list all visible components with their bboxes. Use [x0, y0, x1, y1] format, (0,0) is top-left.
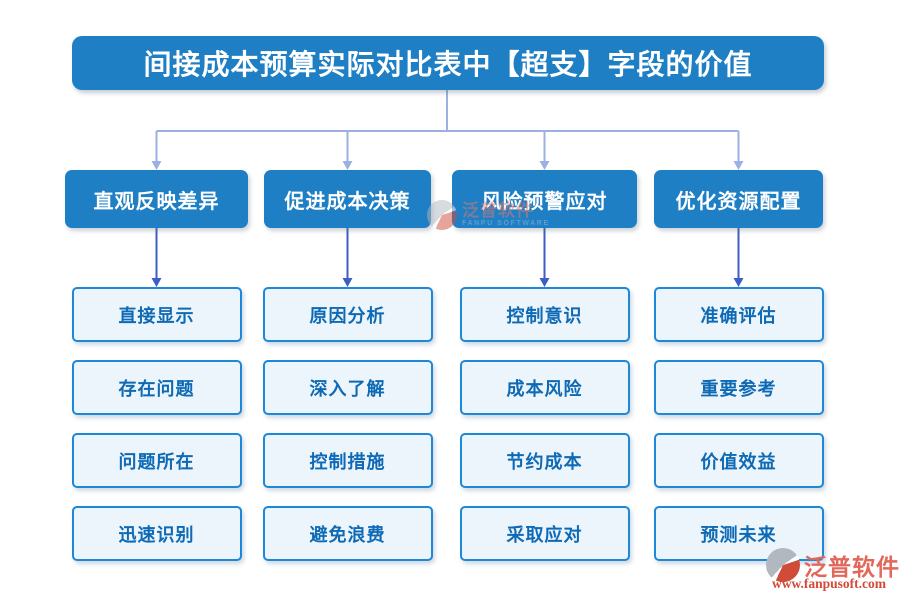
list-item: 预测未来 [653, 506, 824, 561]
branch-header-3: 风险预警应对 [452, 170, 637, 228]
list-item: 采取应对 [459, 506, 630, 561]
branch-header-1: 直观反映差异 [65, 170, 248, 228]
list-item: 节约成本 [459, 433, 630, 488]
branch-column-4: 优化资源配置 准确评估 重要参考 价值效益 预测未来 [653, 170, 824, 570]
list-item: 控制措施 [262, 433, 433, 488]
branch-column-2: 促进成本决策 原因分析 深入了解 控制措施 避免浪费 [262, 170, 433, 570]
list-item: 迅速识别 [71, 506, 242, 561]
list-item: 存在问题 [71, 360, 242, 415]
page-title: 间接成本预算实际对比表中【超支】字段的价值 [72, 36, 824, 90]
list-item: 直接显示 [71, 287, 242, 342]
branch-header-4: 优化资源配置 [654, 170, 823, 228]
branch-column-1: 直观反映差异 直接显示 存在问题 问题所在 迅速识别 [65, 170, 248, 570]
tree-connector-light [155, 90, 740, 162]
list-item: 控制意识 [459, 287, 630, 342]
list-item: 准确评估 [653, 287, 824, 342]
branch-header-2: 促进成本决策 [264, 170, 431, 228]
arrowheads-dark [151, 278, 744, 287]
list-item: 价值效益 [653, 433, 824, 488]
list-item: 成本风险 [459, 360, 630, 415]
arrowheads-light [151, 161, 744, 170]
list-item: 深入了解 [262, 360, 433, 415]
list-item: 问题所在 [71, 433, 242, 488]
branch-column-3: 风险预警应对 控制意识 成本风险 节约成本 采取应对 [452, 170, 637, 570]
list-item: 原因分析 [262, 287, 433, 342]
list-item: 避免浪费 [262, 506, 433, 561]
tree-connector-dark [155, 228, 740, 279]
list-item: 重要参考 [653, 360, 824, 415]
